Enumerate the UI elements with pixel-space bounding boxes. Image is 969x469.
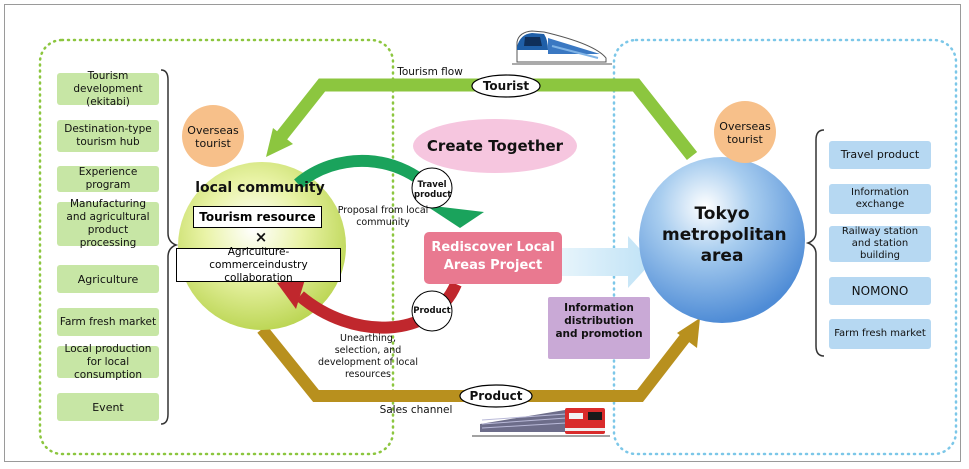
left-list-item-experience-program: Experience program — [57, 166, 159, 192]
left-list-item-manufacturing: Manufacturing and agricultural product p… — [57, 198, 159, 249]
product-arrowhead — [277, 276, 306, 309]
proposal-label: Proposal from local community — [337, 205, 429, 228]
create-together-label: Create Together — [426, 137, 564, 155]
tourism-flow-label: Tourism flow — [397, 66, 463, 78]
travel-product-label: Travel product — [414, 180, 452, 200]
tourism-resource-box: Tourism resource — [193, 206, 322, 228]
overseas-tourist-right-label: Overseas tourist — [719, 120, 771, 146]
project-label: Rediscover Local Areas Project — [431, 240, 555, 273]
overseas-tourist-right-circle — [714, 101, 776, 163]
unearthing-label: Unearthing, selection, and development o… — [318, 333, 419, 380]
right-list-item-farm-fresh-market: Farm fresh market — [829, 319, 931, 349]
tokyo-circle — [639, 157, 805, 323]
left-list-item-event: Event — [57, 393, 159, 421]
right-bracket — [805, 129, 825, 357]
right-list-item-information-exchange: Information exchange — [829, 184, 931, 214]
product-label: Product — [469, 389, 523, 403]
right-list-item-nomono: NOMONO — [829, 277, 931, 305]
info-box — [548, 297, 650, 359]
sales-channel-arrowhead — [677, 318, 700, 348]
left-list-item-farm-fresh-market: Farm fresh market — [57, 308, 159, 336]
local-community-circle — [178, 162, 346, 330]
tourism-flow-arrowhead — [266, 128, 293, 157]
overseas-tourist-left-label: Overseas tourist — [187, 124, 239, 150]
travel-product-badge — [411, 167, 453, 209]
product-ellipse — [459, 384, 533, 408]
project-box — [424, 232, 562, 284]
tokyo-title: Tokyo metropolitan area — [662, 204, 787, 266]
left-bracket — [160, 69, 179, 425]
product-badge-label: Product — [413, 306, 451, 316]
local-community-title: local community — [195, 180, 325, 196]
left-list-item-tourism-development: Tourism development (ekitabi) — [57, 70, 159, 108]
left-list-item-local-production: Local production for local consumption — [57, 343, 159, 381]
left-list-item-agriculture: Agriculture — [57, 265, 159, 293]
create-together-ellipse — [413, 119, 577, 173]
collaboration-box: Agriculture-commerceindustry collaborati… — [176, 246, 341, 284]
tourist-ellipse — [471, 74, 541, 98]
travel-product-arrowhead — [425, 205, 484, 228]
right-list-item-railway-station: Railway station and station building — [829, 226, 931, 262]
product-badge — [411, 290, 453, 332]
info-label: Information distribution and promotion — [555, 302, 643, 340]
right-list-item-travel-product: Travel product — [829, 141, 931, 169]
right-dotted-frame — [612, 38, 958, 456]
left-list-item-destination-hub: Destination-type tourism hub — [57, 120, 159, 152]
sales-channel-label: Sales channel — [379, 404, 453, 416]
bottom-train-icon — [472, 408, 610, 437]
tourist-label: Tourist — [482, 79, 530, 93]
left-dotted-frame — [38, 38, 395, 456]
cross-symbol: × — [254, 228, 268, 246]
overseas-tourist-left-circle — [182, 105, 244, 167]
project-to-tokyo-arrow — [562, 236, 652, 288]
top-train-icon — [512, 30, 612, 65]
outer-frame — [4, 4, 961, 462]
